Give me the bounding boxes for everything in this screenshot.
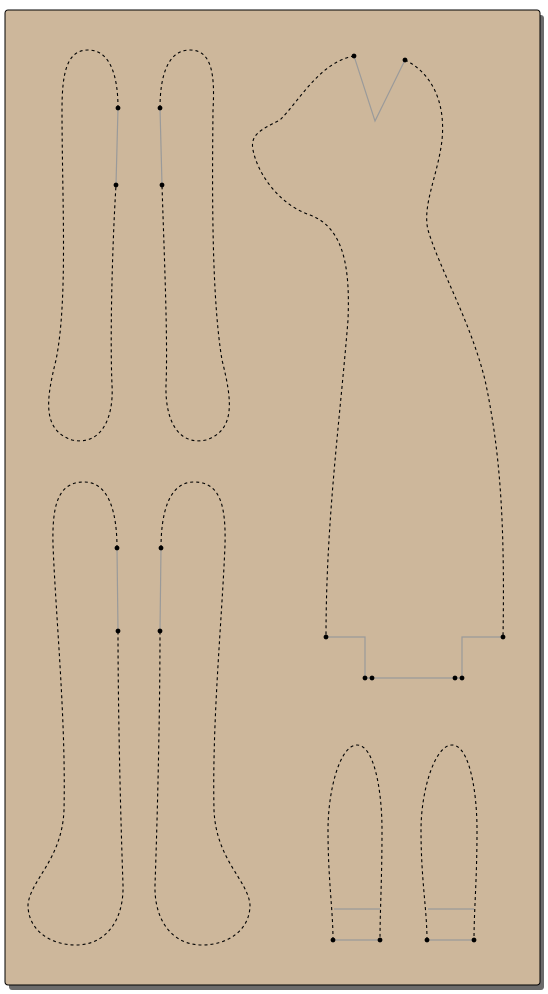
ear-right-outline — [420, 744, 478, 941]
back-leg-right-outline — [154, 481, 251, 946]
ear-left-piece — [327, 744, 383, 943]
back-leg-left-fold — [116, 547, 119, 632]
back-leg-left-piece — [27, 481, 124, 946]
ear-left-marker-right — [377, 937, 383, 943]
front-leg-left-piece — [48, 49, 121, 442]
base-marker-3 — [452, 675, 458, 681]
board — [4, 9, 541, 986]
head-marker-left — [351, 53, 357, 59]
front-leg-left-outline — [48, 49, 119, 442]
front-leg-right-marker-top — [157, 105, 163, 111]
front-leg-right-fold — [159, 107, 163, 186]
base-marker-2 — [369, 675, 375, 681]
front-leg-right-piece — [157, 49, 230, 442]
base-marker-1 — [362, 675, 368, 681]
front-leg-right-outline — [159, 49, 230, 442]
body-marker-right — [500, 634, 506, 640]
ear-left-outline — [327, 744, 383, 941]
head-body-piece — [251, 53, 506, 681]
front-leg-right-marker-bottom — [159, 182, 165, 188]
body-base-line — [326, 636, 503, 679]
back-leg-right-marker-top — [158, 545, 164, 551]
base-marker-4 — [459, 675, 465, 681]
head-notch — [353, 55, 406, 123]
ear-right-marker-right — [471, 937, 477, 943]
back-leg-right-piece — [154, 481, 251, 946]
front-leg-left-fold — [115, 107, 119, 186]
back-leg-left-outline — [27, 481, 124, 946]
ear-left-marker-left — [330, 937, 336, 943]
front-leg-left-marker-bottom — [113, 182, 119, 188]
back-leg-left-marker-bottom — [115, 628, 121, 634]
ear-right-marker-left — [424, 937, 430, 943]
head-body-outline — [251, 55, 355, 638]
body-marker-left — [323, 634, 329, 640]
head-marker-right — [402, 57, 408, 63]
back-leg-left-marker-top — [114, 545, 120, 551]
head-body-back-outline — [404, 59, 504, 638]
back-leg-right-fold — [159, 547, 162, 632]
back-leg-right-marker-bottom — [157, 628, 163, 634]
ear-right-piece — [420, 744, 478, 943]
front-leg-left-marker-top — [115, 105, 121, 111]
